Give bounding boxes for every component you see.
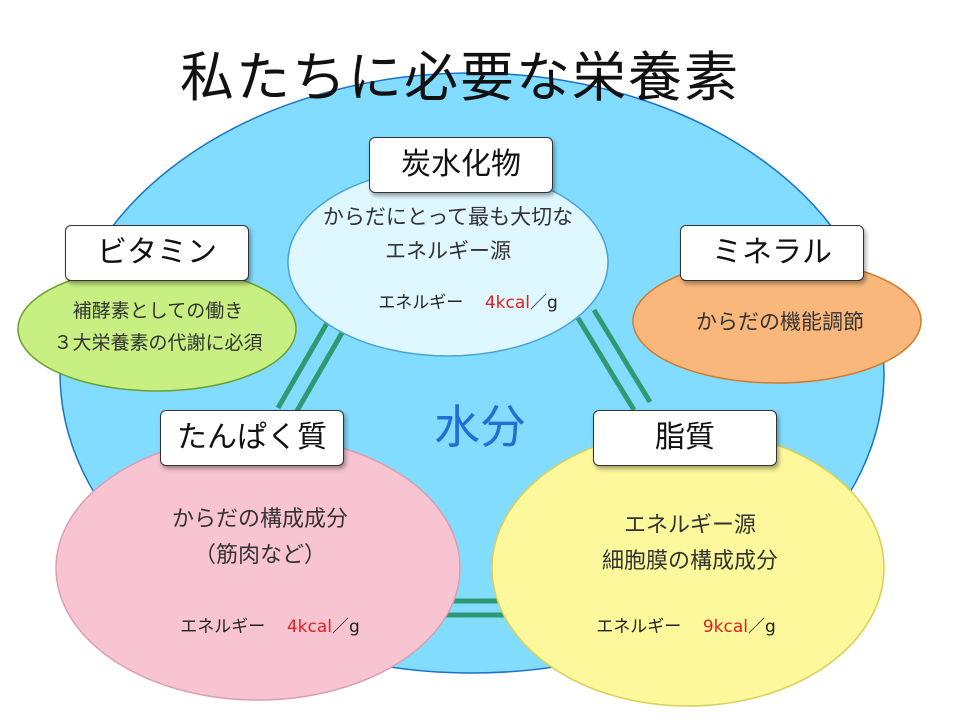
mineral-label: ミネラル (712, 235, 832, 270)
mineral-label-box: ミネラル (680, 225, 864, 281)
fat-desc-line1: エネルギー源 (623, 513, 756, 538)
mineral-description: からだの機能調節 (650, 306, 910, 338)
fat-energy-label: エネルギー (596, 617, 682, 637)
vitamin-label-box: ビタミン (65, 225, 249, 281)
fat-description: エネルギー源 細胞膜の構成成分 (550, 508, 830, 580)
mineral-desc-line1: からだの機能調節 (696, 310, 864, 334)
carbs-energy-value: 4kcal (484, 293, 530, 313)
carbs-energy: エネルギー 4kcal／g (330, 288, 606, 313)
fat-energy: エネルギー 9kcal／g (556, 612, 816, 637)
water-label: 水分 (434, 400, 526, 454)
page-title: 私たちに必要な栄養素 (180, 46, 740, 109)
vitamin-desc-line1: 補酵素としての働き (72, 300, 244, 322)
connector-carbs-fat (575, 308, 653, 412)
protein-label-box: たんぱく質 (160, 410, 344, 466)
carbs-desc-line2: エネルギー源 (385, 239, 511, 263)
carbs-desc-line1: からだにとって最も大切な (322, 205, 574, 229)
fat-energy-unit: ／g (747, 617, 776, 637)
fat-desc-line2: 細胞膜の構成成分 (601, 549, 778, 574)
vitamin-desc-line2: ３大栄養素の代謝に必須 (53, 332, 263, 354)
protein-description: からだの構成成分 （筋肉など） (120, 502, 400, 574)
carbs-energy-label: エネルギー (378, 293, 464, 313)
vitamin-label: ビタミン (97, 235, 217, 270)
protein-desc-line2: （筋肉など） (193, 543, 326, 568)
carbs-energy-unit: ／g (529, 293, 558, 313)
fat-label-box: 脂質 (593, 410, 777, 466)
fat-energy-value: 9kcal (702, 617, 748, 637)
protein-energy-unit: ／g (331, 617, 360, 637)
vitamin-description: 補酵素としての働き ３大栄養素の代謝に必須 (28, 295, 288, 359)
connector-carbs-protein (275, 316, 349, 418)
carbs-label-box: 炭水化物 (369, 137, 553, 193)
carbs-label: 炭水化物 (401, 147, 521, 182)
protein-energy-label: エネルギー (180, 617, 266, 637)
carbs-description: からだにとって最も大切な エネルギー源 (296, 200, 600, 268)
protein-label: たんぱく質 (177, 420, 327, 455)
protein-energy: エネルギー 4kcal／g (140, 612, 400, 637)
protein-energy-value: 4kcal (286, 617, 332, 637)
protein-desc-line1: からだの構成成分 (171, 507, 348, 532)
fat-label: 脂質 (655, 420, 715, 455)
